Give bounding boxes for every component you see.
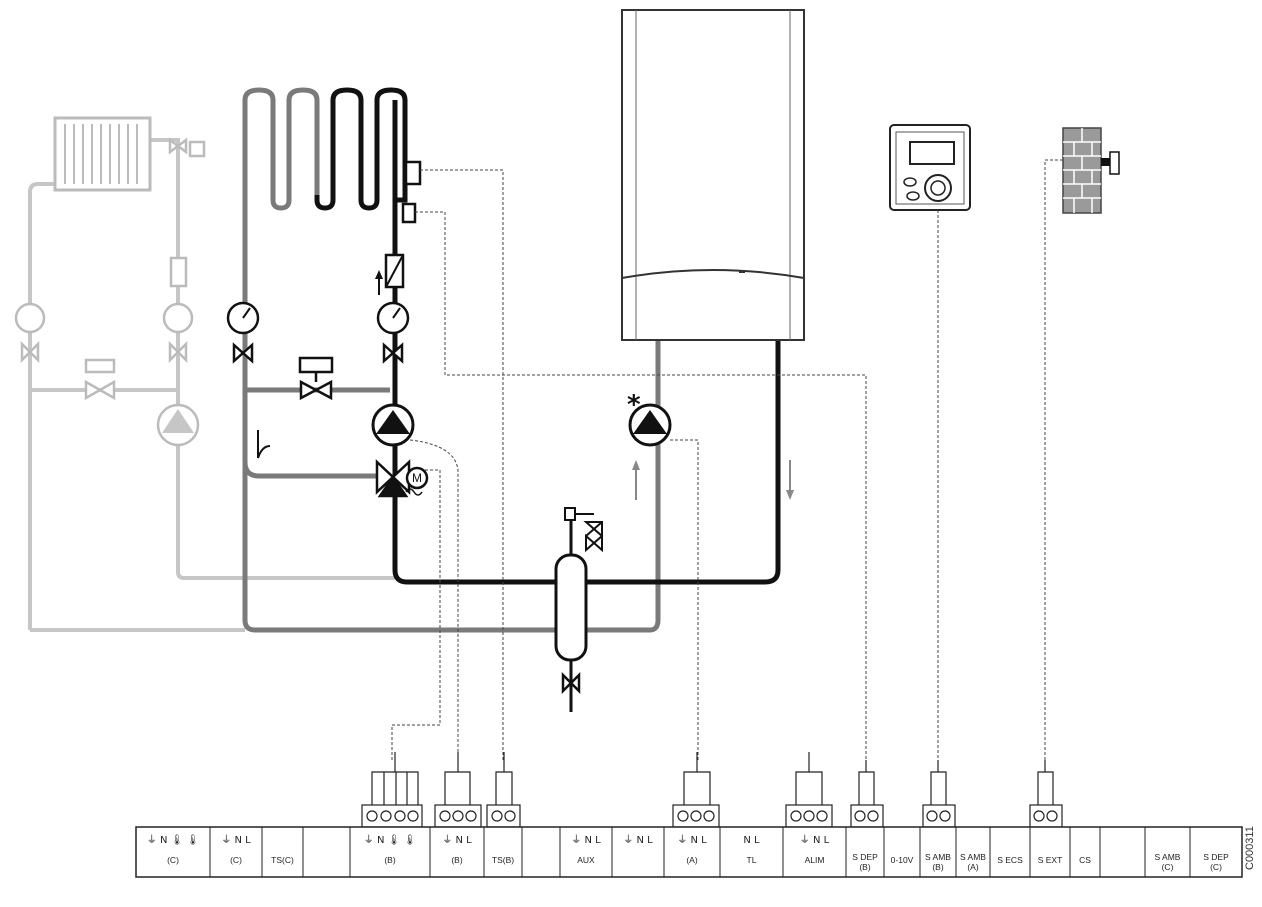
- connector-alim: [785, 752, 833, 828]
- room-thermostat: [889, 124, 971, 211]
- hydraulic-separator: [554, 507, 603, 712]
- faded-components: [14, 137, 206, 447]
- terminal-label: 0-10V: [891, 855, 914, 865]
- terminal-label: (B): [859, 862, 871, 872]
- terminal-connectors: [361, 752, 1063, 828]
- connector-b-mixer: [361, 752, 423, 828]
- connector-s-ext: [1029, 760, 1063, 828]
- connector-s-amb-b: [922, 760, 956, 828]
- terminal-symbols: ⏚ N L: [442, 834, 472, 846]
- terminal-symbols: ⏚ N L: [571, 834, 601, 846]
- circuit-c-faded: [28, 138, 395, 632]
- terminal-strip: ⏚ N 🌡 🌡 (C) ⏚ N L (C) TS(C) ⏚ N 🌡 🌡 (B) ⏚ N L (B…: [135, 826, 1243, 878]
- terminal-symbols: ⏚ N L: [677, 834, 707, 846]
- terminal-symbols: ⏚ N L: [623, 834, 653, 846]
- terminal-label: (B): [384, 855, 396, 865]
- terminal-label: (C): [230, 855, 242, 865]
- terminal-label: (A): [686, 855, 698, 865]
- terminal-symbols: ⏚ N 🌡 🌡: [147, 834, 199, 846]
- terminal-label: AUX: [577, 855, 595, 865]
- connector-b-pump: [434, 752, 482, 828]
- terminal-symbols: ⏚ N 🌡 🌡: [364, 834, 416, 846]
- terminal-label: S DEP: [852, 852, 878, 862]
- terminal-label: TS(C): [271, 855, 294, 865]
- terminal-label: S EXT: [1038, 855, 1063, 865]
- pump-mark: *: [627, 390, 641, 420]
- terminal-label: (A): [967, 862, 979, 872]
- terminal-label: S AMB: [1155, 852, 1181, 862]
- terminal-label: S DEP: [1203, 852, 1229, 862]
- connector-a-pump: [672, 752, 720, 828]
- terminal-label: (B): [451, 855, 463, 865]
- mixer-motor-label: M: [412, 471, 422, 485]
- terminal-label: TS(B): [492, 855, 514, 865]
- terminal-label: S AMB: [925, 852, 951, 862]
- flow-arrows: [632, 460, 794, 500]
- terminal-label: (C): [167, 855, 179, 865]
- terminal-label: S AMB: [960, 852, 986, 862]
- terminal-symbols: ⏚ N L: [800, 834, 830, 846]
- terminal-label: (C): [1162, 862, 1174, 872]
- terminal-label: (B): [932, 862, 944, 872]
- connector-s-dep-b: [850, 760, 884, 828]
- outdoor-sensor-wall: [1062, 127, 1120, 214]
- connector-ts-b: [486, 752, 521, 828]
- radiator: [53, 116, 152, 192]
- terminal-label: (C): [1210, 862, 1222, 872]
- terminal-label: CS: [1079, 855, 1091, 865]
- boiler: [621, 9, 805, 341]
- diagram-code: C000311: [1244, 826, 1256, 870]
- boiler-pump: [628, 403, 672, 447]
- terminal-label: ALIM: [805, 855, 825, 865]
- terminal-label: TL: [747, 855, 757, 865]
- terminal-symbols: N L: [743, 835, 760, 846]
- terminal-symbols: ⏚ N L: [221, 834, 251, 846]
- terminal-label: S ECS: [997, 855, 1023, 865]
- circuit-b-components: [226, 160, 429, 498]
- signal-wiring: [391, 159, 1063, 760]
